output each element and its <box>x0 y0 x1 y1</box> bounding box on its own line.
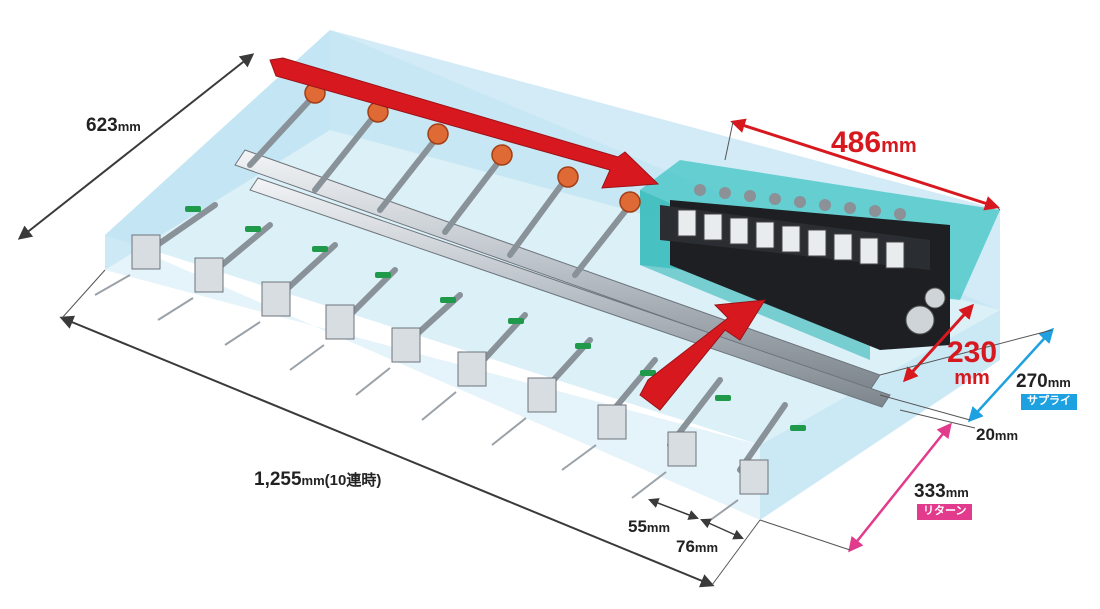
dim-333-label: 333mm <box>914 482 969 501</box>
supply-tag: サプライ <box>1021 394 1077 411</box>
dim-333-value: 333 <box>914 481 946 502</box>
dim-623-label: 623mm <box>86 116 141 135</box>
dim-333-line <box>848 422 952 553</box>
dim-230-label: 230 mm <box>947 336 998 389</box>
supply-flow-arrow <box>269 57 660 189</box>
dim-270-unit: mm <box>1047 375 1071 390</box>
dim-55-label: 55mm <box>628 518 670 536</box>
dim-486-unit: mm <box>881 135 917 157</box>
dim-333-unit: mm <box>945 485 969 500</box>
dim-76-label: 76mm <box>676 538 718 556</box>
dim-20-unit: mm <box>994 428 1019 443</box>
dim-20-label: 20mm <box>976 426 1018 444</box>
dim-1255-unit: mm <box>301 473 325 488</box>
dim-270-value: 270 <box>1016 371 1048 392</box>
dim-486-value: 486 <box>831 126 882 159</box>
dim-76-value: 76 <box>676 537 695 556</box>
dim-623-unit: mm <box>117 119 141 134</box>
dim-270-label: 270mm <box>1016 372 1071 391</box>
dim-76-unit: mm <box>694 540 719 555</box>
dim-20-value: 20 <box>976 425 995 444</box>
dim-486-label: 486mm <box>831 128 917 158</box>
gate-valve-wheels <box>304 82 641 213</box>
dim-76-line <box>700 518 744 540</box>
dim-623-line <box>17 53 255 240</box>
dim-270-line <box>967 327 1055 423</box>
dim-55-unit: mm <box>646 520 671 535</box>
dim-55-value: 55 <box>628 517 647 536</box>
dim-55-line <box>648 498 699 520</box>
dim-230-unit: mm <box>954 367 990 389</box>
dim-230-line <box>902 303 975 383</box>
dim-1255-value: 1,255 <box>254 469 302 490</box>
dim-623-value: 623 <box>86 115 118 136</box>
dim-1255-note: (10連時) <box>324 472 382 489</box>
dim-486-line <box>730 118 1000 211</box>
dimension-lines <box>17 53 1055 588</box>
dim-230-value: 230 <box>947 336 998 369</box>
dim-1255-line <box>59 315 715 588</box>
return-tag: リターン <box>917 504 973 521</box>
dim-1255-label: 1,255mm(10連時) <box>254 470 381 489</box>
